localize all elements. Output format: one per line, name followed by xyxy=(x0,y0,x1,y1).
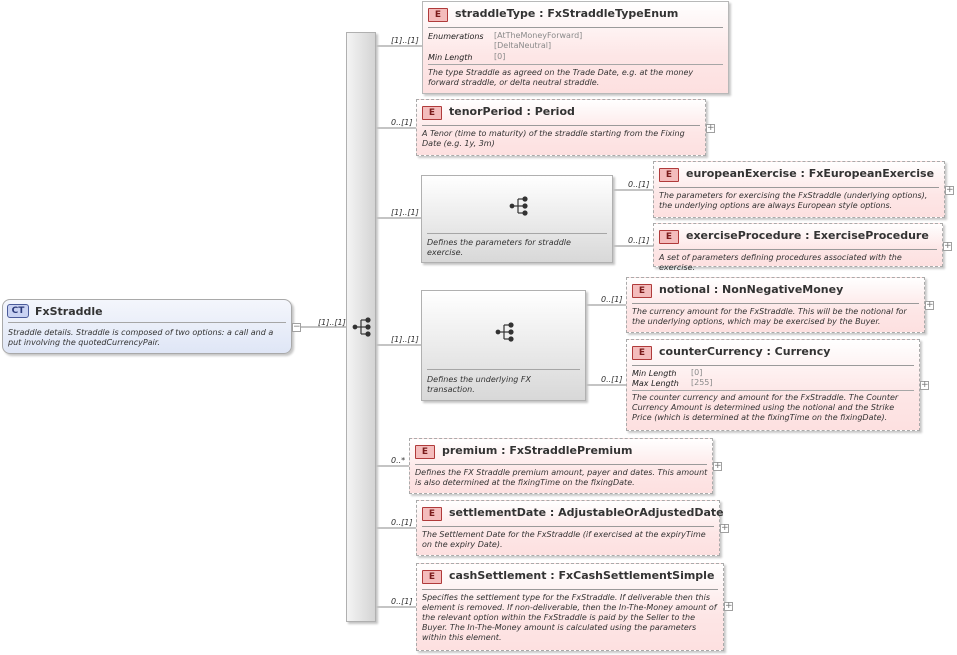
element-badge: E xyxy=(428,8,448,22)
europeanexercise-multiplicity: 0..[1] xyxy=(628,180,650,189)
element-header: E counterCurrency : Currency xyxy=(632,345,914,366)
element-description: The currency amount for the FxStraddle. … xyxy=(632,307,907,326)
element-header: E settlementDate : AdjustableOrAdjustedD… xyxy=(422,506,724,527)
element-header: E cashSettlement : FxCashSettlementSimpl… xyxy=(422,569,718,590)
notional-multiplicity: 0..[1] xyxy=(601,295,623,304)
max-length-label: Max Length xyxy=(632,379,679,388)
element-exerciseprocedure[interactable]: E exerciseProcedure : ExerciseProcedure … xyxy=(653,223,943,272)
countercurrency-multiplicity: 0..[1] xyxy=(601,375,623,384)
expand-plus-icon[interactable]: + xyxy=(724,601,733,611)
complex-type-fxstraddle[interactable]: CT FxStraddle Straddle details. Straddle… xyxy=(2,299,292,354)
element-straddletype[interactable]: E straddleType : FxStraddleTypeEnum Enum… xyxy=(422,1,729,94)
element-header: E straddleType : FxStraddleTypeEnum xyxy=(428,7,723,28)
collapse-minus-icon[interactable]: − xyxy=(292,322,301,332)
element-badge: E xyxy=(659,230,679,244)
divider xyxy=(632,390,914,391)
expand-plus-icon[interactable]: + xyxy=(706,123,715,133)
element-badge: E xyxy=(415,445,435,459)
sequence-compositor-icon[interactable] xyxy=(351,317,373,337)
expand-plus-icon[interactable]: + xyxy=(720,523,729,533)
sequence-description: Defines the parameters for straddle exer… xyxy=(427,238,571,257)
divider xyxy=(427,233,607,234)
exerciseprocedure-multiplicity: 0..[1] xyxy=(628,236,650,245)
element-tenorperiod[interactable]: E tenorPeriod : Period A Tenor (time to … xyxy=(416,99,706,156)
element-notional[interactable]: E notional : NonNegativeMoney The curren… xyxy=(626,277,925,333)
element-title: notional : NonNegativeMoney xyxy=(659,283,844,296)
element-title: counterCurrency : Currency xyxy=(659,345,831,358)
enumerations-label: Enumerations xyxy=(428,32,484,41)
expand-plus-icon[interactable]: + xyxy=(925,300,934,310)
element-description: The counter currency and amount for the … xyxy=(632,393,899,422)
expand-plus-icon[interactable]: + xyxy=(943,241,952,251)
element-header: E tenorPeriod : Period xyxy=(422,105,700,126)
sequence-exercise-group[interactable]: Defines the parameters for straddle exer… xyxy=(421,175,613,263)
element-badge: E xyxy=(632,284,652,298)
min-length-value: [0] xyxy=(494,52,506,61)
divider xyxy=(428,64,723,65)
element-badge: E xyxy=(422,507,442,521)
complex-type-description: Straddle details. Straddle is composed o… xyxy=(8,328,274,347)
min-length-label: Min Length xyxy=(428,53,473,62)
min-length-label: Min Length xyxy=(632,369,677,378)
element-badge: E xyxy=(632,346,652,360)
element-title: cashSettlement : FxCashSettlementSimple xyxy=(449,569,715,582)
root-multiplicity: [1]..[1] xyxy=(318,318,346,327)
element-description: A set of parameters defining procedures … xyxy=(659,253,902,272)
element-description: A Tenor (time to maturity) of the stradd… xyxy=(422,129,685,148)
premium-multiplicity: 0..* xyxy=(391,456,406,465)
element-badge: E xyxy=(422,106,442,120)
straddletype-multiplicity: [1]..[1] xyxy=(391,36,419,45)
enumeration-value: [DeltaNeutral] xyxy=(494,41,552,50)
element-title: premium : FxStraddlePremium xyxy=(442,444,633,457)
tenorperiod-multiplicity: 0..[1] xyxy=(391,118,413,127)
sequence-description: Defines the underlying FX transaction. xyxy=(427,375,532,394)
expand-plus-icon[interactable]: + xyxy=(945,185,954,195)
complex-type-badge: CT xyxy=(7,304,29,318)
element-europeanexercise[interactable]: E europeanExercise : FxEuropeanExercise … xyxy=(653,161,945,218)
expand-plus-icon[interactable]: + xyxy=(713,461,722,471)
complex-type-name: FxStraddle xyxy=(35,305,103,318)
divider xyxy=(8,322,286,323)
element-description: Specifies the settlement type for the Fx… xyxy=(422,593,717,642)
sequence-fx-transaction-group[interactable]: Defines the underlying FX transaction. xyxy=(421,290,586,401)
sequence-compositor-icon[interactable] xyxy=(508,196,530,216)
max-length-value: [255] xyxy=(691,378,713,387)
divider xyxy=(427,369,580,370)
element-description: Defines the FX Straddle premium amount, … xyxy=(415,468,708,487)
element-header: E notional : NonNegativeMoney xyxy=(632,283,919,304)
element-settlementdate[interactable]: E settlementDate : AdjustableOrAdjustedD… xyxy=(416,500,724,556)
sequence-compositor-icon[interactable] xyxy=(494,322,516,342)
min-length-value: [0] xyxy=(691,368,703,377)
element-description: The Settlement Date for the FxStraddle (… xyxy=(422,530,706,549)
element-header: E exerciseProcedure : ExerciseProcedure xyxy=(659,229,937,250)
enumeration-value: [AtTheMoneyForward] xyxy=(494,31,583,40)
element-badge: E xyxy=(422,570,442,584)
element-title: straddleType : FxStraddleTypeEnum xyxy=(455,7,679,20)
element-description: The type Straddle as agreed on the Trade… xyxy=(428,68,694,87)
element-badge: E xyxy=(659,168,679,182)
element-header: E premium : FxStraddlePremium xyxy=(415,444,707,465)
expand-plus-icon[interactable]: + xyxy=(920,380,929,390)
element-header: E europeanExercise : FxEuropeanExercise xyxy=(659,167,939,188)
element-premium[interactable]: E premium : FxStraddlePremium Defines th… xyxy=(409,438,713,494)
sequence1-multiplicity: [1]..[1] xyxy=(391,208,419,217)
element-title: tenorPeriod : Period xyxy=(449,105,575,118)
element-title: settlementDate : AdjustableOrAdjustedDat… xyxy=(449,506,724,519)
element-title: europeanExercise : FxEuropeanExercise xyxy=(686,167,935,180)
cashsettlement-multiplicity: 0..[1] xyxy=(391,597,413,606)
element-description: The parameters for exercising the FxStra… xyxy=(659,191,928,210)
sequence2-multiplicity: [1]..[1] xyxy=(391,335,419,344)
element-countercurrency[interactable]: E counterCurrency : Currency Min Length … xyxy=(626,339,920,431)
element-cashsettlement[interactable]: E cashSettlement : FxCashSettlementSimpl… xyxy=(416,563,724,651)
settlementdate-multiplicity: 0..[1] xyxy=(391,518,413,527)
element-title: exerciseProcedure : ExerciseProcedure xyxy=(686,229,929,242)
